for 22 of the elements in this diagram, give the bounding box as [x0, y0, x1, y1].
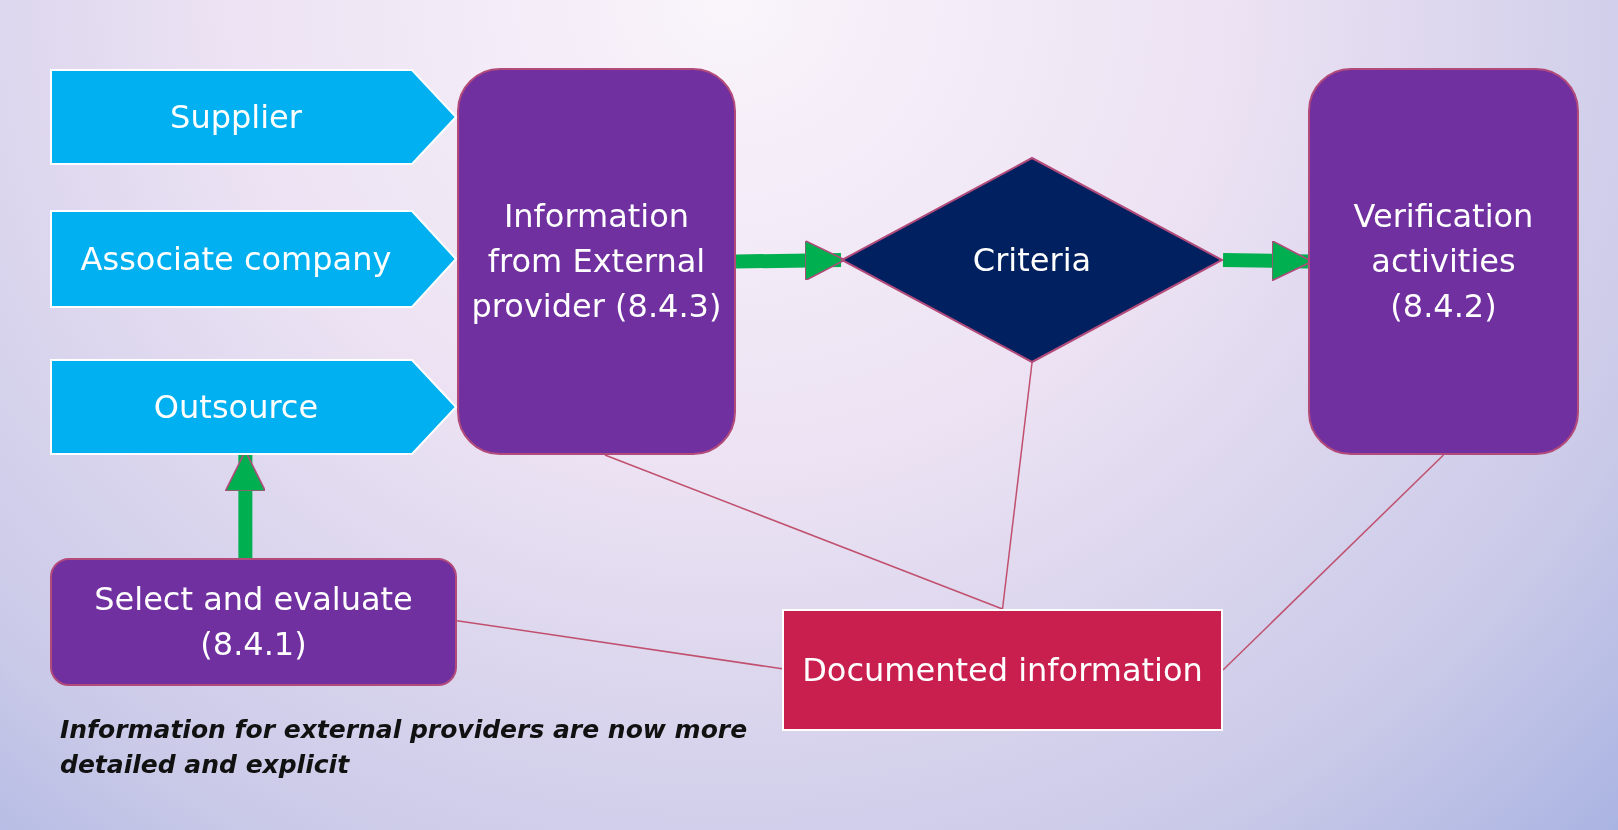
decision-diamond [841, 157, 1223, 363]
connector-line [456, 619, 783, 670]
node-label: Documented information [802, 649, 1203, 691]
connector-line [1001, 362, 1033, 610]
node-label: Select and evaluate (8.4.1) [93, 579, 414, 665]
node-label: Criteria [972, 239, 1092, 281]
node-label: Verification activities (8.4.2) [1352, 196, 1535, 327]
node-label: Outsource [153, 386, 319, 428]
pentagon-arrow-shape [50, 69, 457, 165]
block-arrow [735, 239, 846, 282]
node-label: Information from External provider (8.4.3) [470, 196, 723, 327]
pentagon-arrow-shape [50, 359, 457, 455]
note-text: Information for external providers are now more detailed and explicit [60, 714, 749, 781]
connector-line [1222, 454, 1445, 671]
process-box [1308, 68, 1579, 455]
node-label: Associate company [80, 238, 392, 280]
process-box [457, 68, 736, 455]
connector-line [604, 454, 1004, 610]
process-box [50, 558, 457, 686]
pentagon-arrow-shape [50, 210, 457, 308]
document-box [782, 609, 1223, 731]
node-label: Supplier [170, 96, 302, 138]
